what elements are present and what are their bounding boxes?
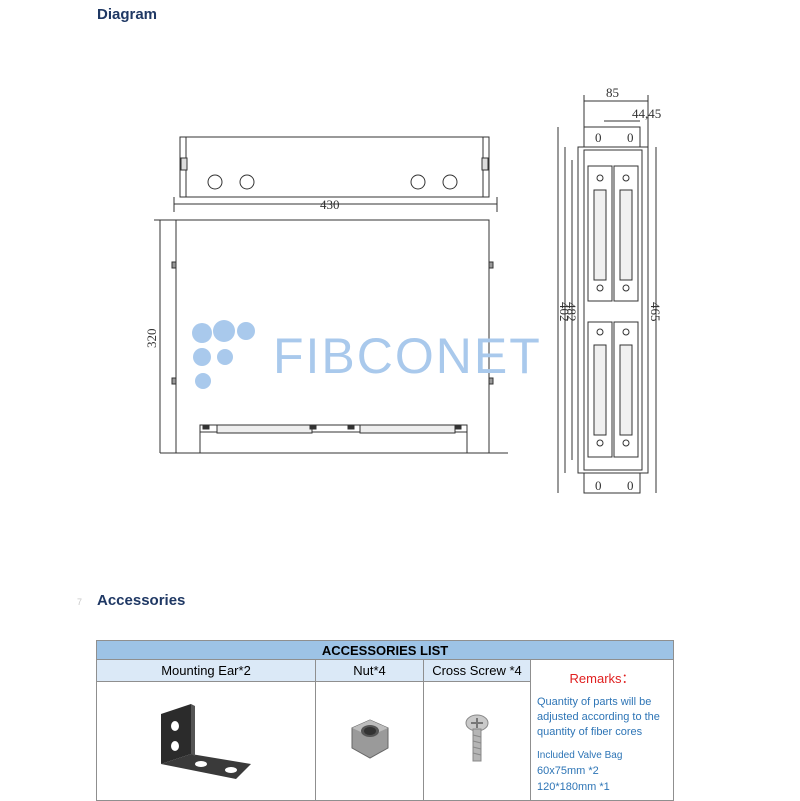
top-view <box>179 136 490 198</box>
valve-bag-title: Included Valve Bag <box>537 750 623 761</box>
accessories-table: ACCESSORIES LIST Mounting Ear*2 Nut*4 Cr… <box>95 640 675 801</box>
hole-label: 0 <box>627 130 634 145</box>
side-view <box>571 126 649 494</box>
side-len-2-label: 482 <box>564 302 579 322</box>
side-len-1-label: 402 <box>557 302 572 322</box>
remarks-title: Remarks： <box>569 671 635 686</box>
side-width-label: 85 <box>606 85 619 100</box>
mounting-ear-image <box>96 681 316 801</box>
column-header: Mounting Ear*2 <box>96 659 316 682</box>
column-header: Nut*4 <box>315 659 424 682</box>
logo-wordmark: FIBCONET <box>273 328 542 384</box>
remarks-cell: Remarks： Quantity of parts will be adjus… <box>529 659 675 801</box>
mount-hole <box>442 174 458 190</box>
mount-hole <box>239 174 255 190</box>
mount-hole <box>207 174 223 190</box>
hole-label: 0 <box>595 478 602 493</box>
remarks-body: Quantity of parts will be adjusted accor… <box>537 696 660 738</box>
page-number: 7 <box>77 597 83 607</box>
fibconet-logo <box>192 320 255 389</box>
side-inner-label: 44,45 <box>632 106 661 121</box>
hole-label: 0 <box>627 478 634 493</box>
nut-image <box>315 681 424 801</box>
accessories-heading: Accessories <box>97 592 186 609</box>
column-header: Cross Screw *4 <box>423 659 531 682</box>
valve-size: 120*180mm *1 <box>537 781 610 793</box>
front-view <box>160 219 508 454</box>
mount-hole <box>410 174 426 190</box>
diagram-heading: Diagram <box>97 6 158 23</box>
side-len-3-label: 465 <box>648 302 663 322</box>
table-title: ACCESSORIES LIST <box>95 640 675 660</box>
technical-drawing: 430 320 85 44,45 402 482 465 0 0 0 0 FIB… <box>144 85 663 494</box>
cross-screw-image <box>423 681 531 801</box>
hole-label: 0 <box>595 130 602 145</box>
width-dim-label: 430 <box>320 197 340 212</box>
valve-size: 60x75mm *2 <box>537 765 599 777</box>
height-dim-label: 320 <box>144 329 159 349</box>
